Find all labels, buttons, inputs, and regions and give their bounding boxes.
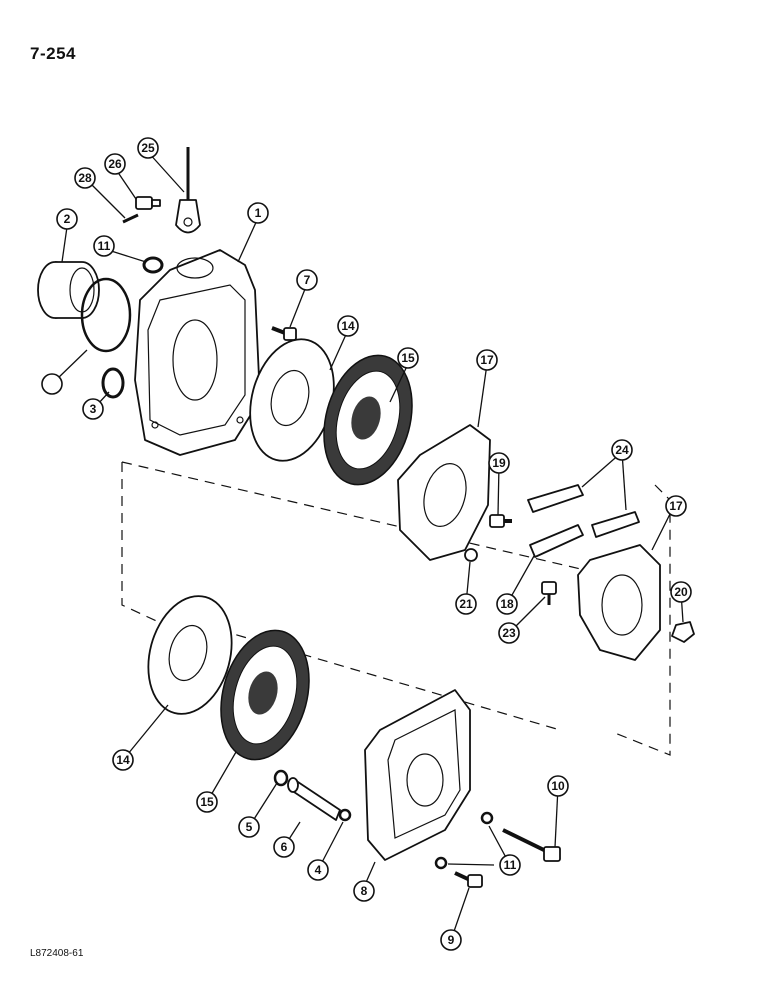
svg-text:17: 17 <box>669 499 683 513</box>
part-bolt-small <box>135 196 161 210</box>
svg-text:4: 4 <box>315 863 322 877</box>
svg-text:26: 26 <box>108 157 122 171</box>
svg-text:28: 28 <box>78 171 92 185</box>
svg-text:14: 14 <box>341 319 355 333</box>
svg-text:20: 20 <box>674 585 688 599</box>
callout-3: 3 <box>82 398 104 420</box>
svg-text:14: 14 <box>116 753 130 767</box>
svg-text:11: 11 <box>504 858 517 872</box>
part-cover <box>364 689 471 861</box>
part-housing <box>134 249 261 456</box>
part-washer-upper <box>480 811 494 825</box>
callout-1: 1 <box>247 202 269 224</box>
callout-24: 25 <box>137 137 159 159</box>
part-o-ring-small <box>101 367 125 399</box>
part-bolt-7 <box>271 326 297 341</box>
callout-20: 20 <box>670 581 692 603</box>
svg-text:24: 24 <box>615 443 629 457</box>
callout-17-lower: 17 <box>665 495 687 517</box>
callout-7: 7 <box>296 269 318 291</box>
part-bolt-long <box>502 828 561 862</box>
svg-text:10: 10 <box>551 779 565 793</box>
part-separator-plate-upper <box>249 338 335 462</box>
svg-text:17: 17 <box>480 353 494 367</box>
svg-text:23: 23 <box>502 626 516 640</box>
callout-18: 18 <box>496 593 518 615</box>
svg-text:18: 18 <box>500 597 514 611</box>
part-bolt-9 <box>454 871 483 888</box>
callout-17-upper: 17 <box>476 349 498 371</box>
svg-text:11: 11 <box>98 239 111 253</box>
reference-code: L872408-61 <box>30 948 84 959</box>
part-actuator-plate-lower <box>577 544 661 661</box>
callout-5: 5 <box>238 816 260 838</box>
callout-4: 4 <box>307 859 329 881</box>
part-bolt-19 <box>489 514 512 528</box>
callout-14-lower: 14 <box>112 749 134 771</box>
callout-15-lower: 15 <box>196 791 218 813</box>
part-o-ring-large <box>80 277 132 353</box>
part-seal-4 <box>338 808 352 822</box>
callout-6: 6 <box>273 836 295 858</box>
callout-14-upper: 14 <box>337 315 359 337</box>
callout-9: 9 <box>440 929 462 951</box>
svg-text:15: 15 <box>200 795 214 809</box>
part-eye-bolt <box>175 147 201 234</box>
callout-10: 10 <box>547 775 569 797</box>
part-separator-plate-lower <box>147 595 233 715</box>
part-o-ring-5 <box>273 769 289 787</box>
part-links <box>527 484 640 538</box>
part-friction-disc-lower <box>220 629 310 761</box>
svg-text:25: 25 <box>141 141 155 155</box>
svg-text:1: 1 <box>255 206 262 220</box>
svg-text:6: 6 <box>281 840 288 854</box>
svg-text:21: 21 <box>459 597 473 611</box>
part-actuator-plate-upper <box>397 424 491 561</box>
svg-text:19: 19 <box>492 456 506 470</box>
svg-text:9: 9 <box>448 933 455 947</box>
callout-25: 26 <box>104 153 126 175</box>
svg-text:7: 7 <box>304 273 311 287</box>
part-pin <box>122 213 139 224</box>
callout-13: 11 <box>93 235 115 257</box>
part-washer-lower <box>434 856 448 870</box>
assembly-boundary-dashed <box>121 462 671 756</box>
svg-text:15: 15 <box>401 351 415 365</box>
callout-22: 23 <box>498 622 520 644</box>
callout-8: 8 <box>353 880 375 902</box>
part-o-ring-13 <box>142 256 164 274</box>
svg-text:8: 8 <box>361 884 368 898</box>
callout-26: 28 <box>74 167 96 189</box>
svg-text:5: 5 <box>246 820 253 834</box>
callout-23: 24 <box>611 439 633 461</box>
svg-text:3: 3 <box>90 402 97 416</box>
part-seal-ring <box>37 261 100 319</box>
callout-21: 21 <box>455 593 477 615</box>
part-nut-20 <box>671 621 695 643</box>
part-link-18 <box>529 524 584 558</box>
callout-11: 11 <box>499 854 521 876</box>
part-ball <box>464 548 478 562</box>
callout-2: 2 <box>56 208 78 230</box>
callout-19: 19 <box>488 452 510 474</box>
part-bolt-22 <box>541 581 557 605</box>
part-friction-disc-upper <box>323 354 413 486</box>
page-number: 7-254 <box>30 44 76 63</box>
part-shaft <box>287 777 341 821</box>
svg-text:2: 2 <box>64 212 71 226</box>
callout-28 <box>41 373 63 395</box>
callout-15-upper: 15 <box>397 347 419 369</box>
